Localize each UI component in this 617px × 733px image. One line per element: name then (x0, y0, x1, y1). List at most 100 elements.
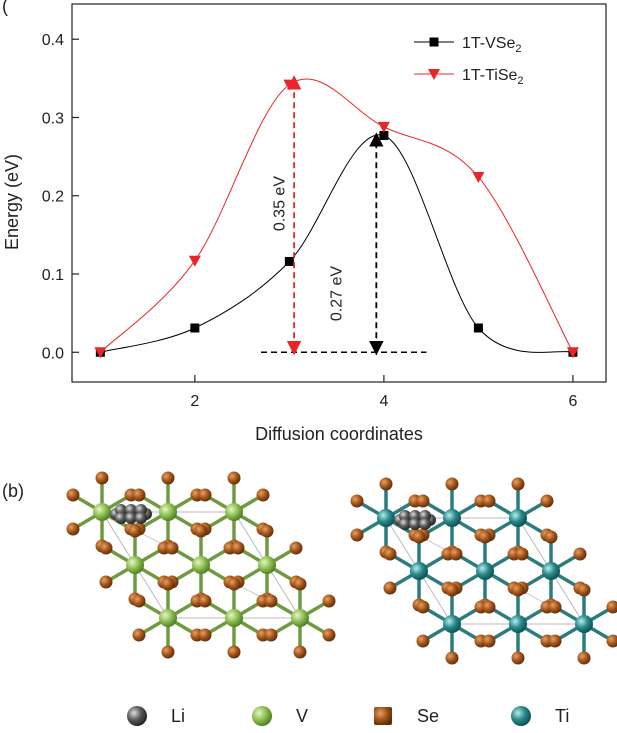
atom-legend-item: Li (127, 706, 185, 726)
se-atom (577, 583, 591, 597)
data-point (566, 347, 579, 359)
se-atom (416, 600, 430, 614)
li-atom (399, 518, 411, 530)
se-atom (227, 645, 241, 659)
atom-legend-item: V (252, 706, 308, 726)
se-atom (544, 530, 558, 544)
x-tick-label: 2 (190, 393, 199, 410)
se-atom (264, 628, 278, 642)
vse2-structure (66, 471, 336, 659)
y-tick-label: 0.0 (42, 345, 64, 362)
legend-marker (428, 69, 440, 80)
y-axis-label: Energy (eV) (2, 154, 22, 250)
atom-legend: Li V Se Ti (127, 706, 569, 726)
se-atom (227, 577, 241, 591)
se-atom (515, 547, 529, 561)
metal-atom (192, 556, 210, 574)
x-axis-label: Diffusion coordinates (255, 424, 423, 444)
tise2-structure (350, 477, 617, 665)
atom-swatch (127, 706, 147, 726)
barrier-label: 0.27 eV (328, 266, 345, 321)
se-atom (66, 488, 80, 502)
se-atom (198, 628, 212, 642)
data-point (190, 323, 200, 333)
barrier-label: 0.35 eV (272, 176, 289, 231)
se-atom (548, 600, 562, 614)
metal-atom (159, 609, 177, 627)
se-atom (161, 471, 175, 485)
atom-label: Se (417, 706, 439, 726)
se-atom (194, 524, 208, 538)
atom-label: Li (171, 706, 185, 726)
se-atom (322, 628, 336, 642)
legend-item: 1T-VSe2 (414, 35, 521, 55)
se-atom (161, 577, 175, 591)
y-tick-label: 0.1 (42, 267, 64, 284)
legend-label: 1T-VSe2 (462, 35, 521, 55)
metal-atom (377, 509, 395, 527)
y-tick-label: 0.4 (42, 32, 64, 49)
se-atom (256, 488, 270, 502)
metal-atom (159, 503, 177, 521)
data-point (377, 121, 390, 133)
plot-frame (71, 3, 607, 383)
se-atom (293, 645, 307, 659)
se-atom (132, 594, 146, 608)
series-line (100, 78, 574, 353)
metal-atom (542, 562, 560, 580)
data-point (94, 347, 107, 359)
li-atom (419, 518, 431, 530)
se-atom (66, 522, 80, 536)
atom-swatch (374, 707, 392, 725)
se-atom (416, 634, 430, 648)
se-atom (161, 645, 175, 659)
se-atom (165, 541, 179, 555)
se-atom (95, 471, 109, 485)
legend-label: 1T-TiSe2 (462, 67, 524, 87)
se-atom (511, 583, 525, 597)
y-tick-label: 0.2 (42, 189, 64, 206)
metal-atom (509, 615, 527, 633)
data-point (473, 323, 483, 333)
se-atom (577, 651, 591, 665)
series-vse2 (95, 130, 578, 357)
li-atom (409, 518, 421, 530)
se-atom (231, 541, 245, 555)
li-atom (135, 512, 147, 524)
y-axis: 0.0 0.1 0.2 0.3 0.4 (42, 32, 79, 362)
se-atom (379, 477, 393, 491)
se-atom (445, 583, 459, 597)
se-atom (573, 547, 587, 561)
data-point (472, 171, 485, 183)
metal-atom (291, 609, 309, 627)
se-atom (548, 634, 562, 648)
se-atom (132, 628, 146, 642)
se-atom (289, 541, 303, 555)
legend-marker (429, 37, 439, 47)
se-atom (227, 471, 241, 485)
se-atom (198, 594, 212, 608)
metal-atom (410, 562, 428, 580)
metal-atom (476, 562, 494, 580)
se-atom (128, 524, 142, 538)
metal-atom (443, 615, 461, 633)
chart-legend: 1T-VSe2 1T-TiSe2 (414, 35, 524, 87)
se-atom (511, 477, 525, 491)
metal-atom (443, 509, 461, 527)
atom-legend-item: Se (374, 706, 439, 726)
series-layer (94, 78, 579, 359)
metal-atom (575, 615, 593, 633)
y-tick-label: 0.3 (42, 110, 64, 127)
atom-label: Ti (555, 706, 569, 726)
se-atom (350, 494, 364, 508)
metal-atom (225, 609, 243, 627)
legend-item: 1T-TiSe2 (414, 67, 524, 87)
panel-b-label: (b) (2, 481, 24, 501)
se-atom (445, 477, 459, 491)
data-point (188, 255, 201, 267)
se-atom (412, 530, 426, 544)
se-atom (383, 547, 397, 561)
se-atom (482, 634, 496, 648)
